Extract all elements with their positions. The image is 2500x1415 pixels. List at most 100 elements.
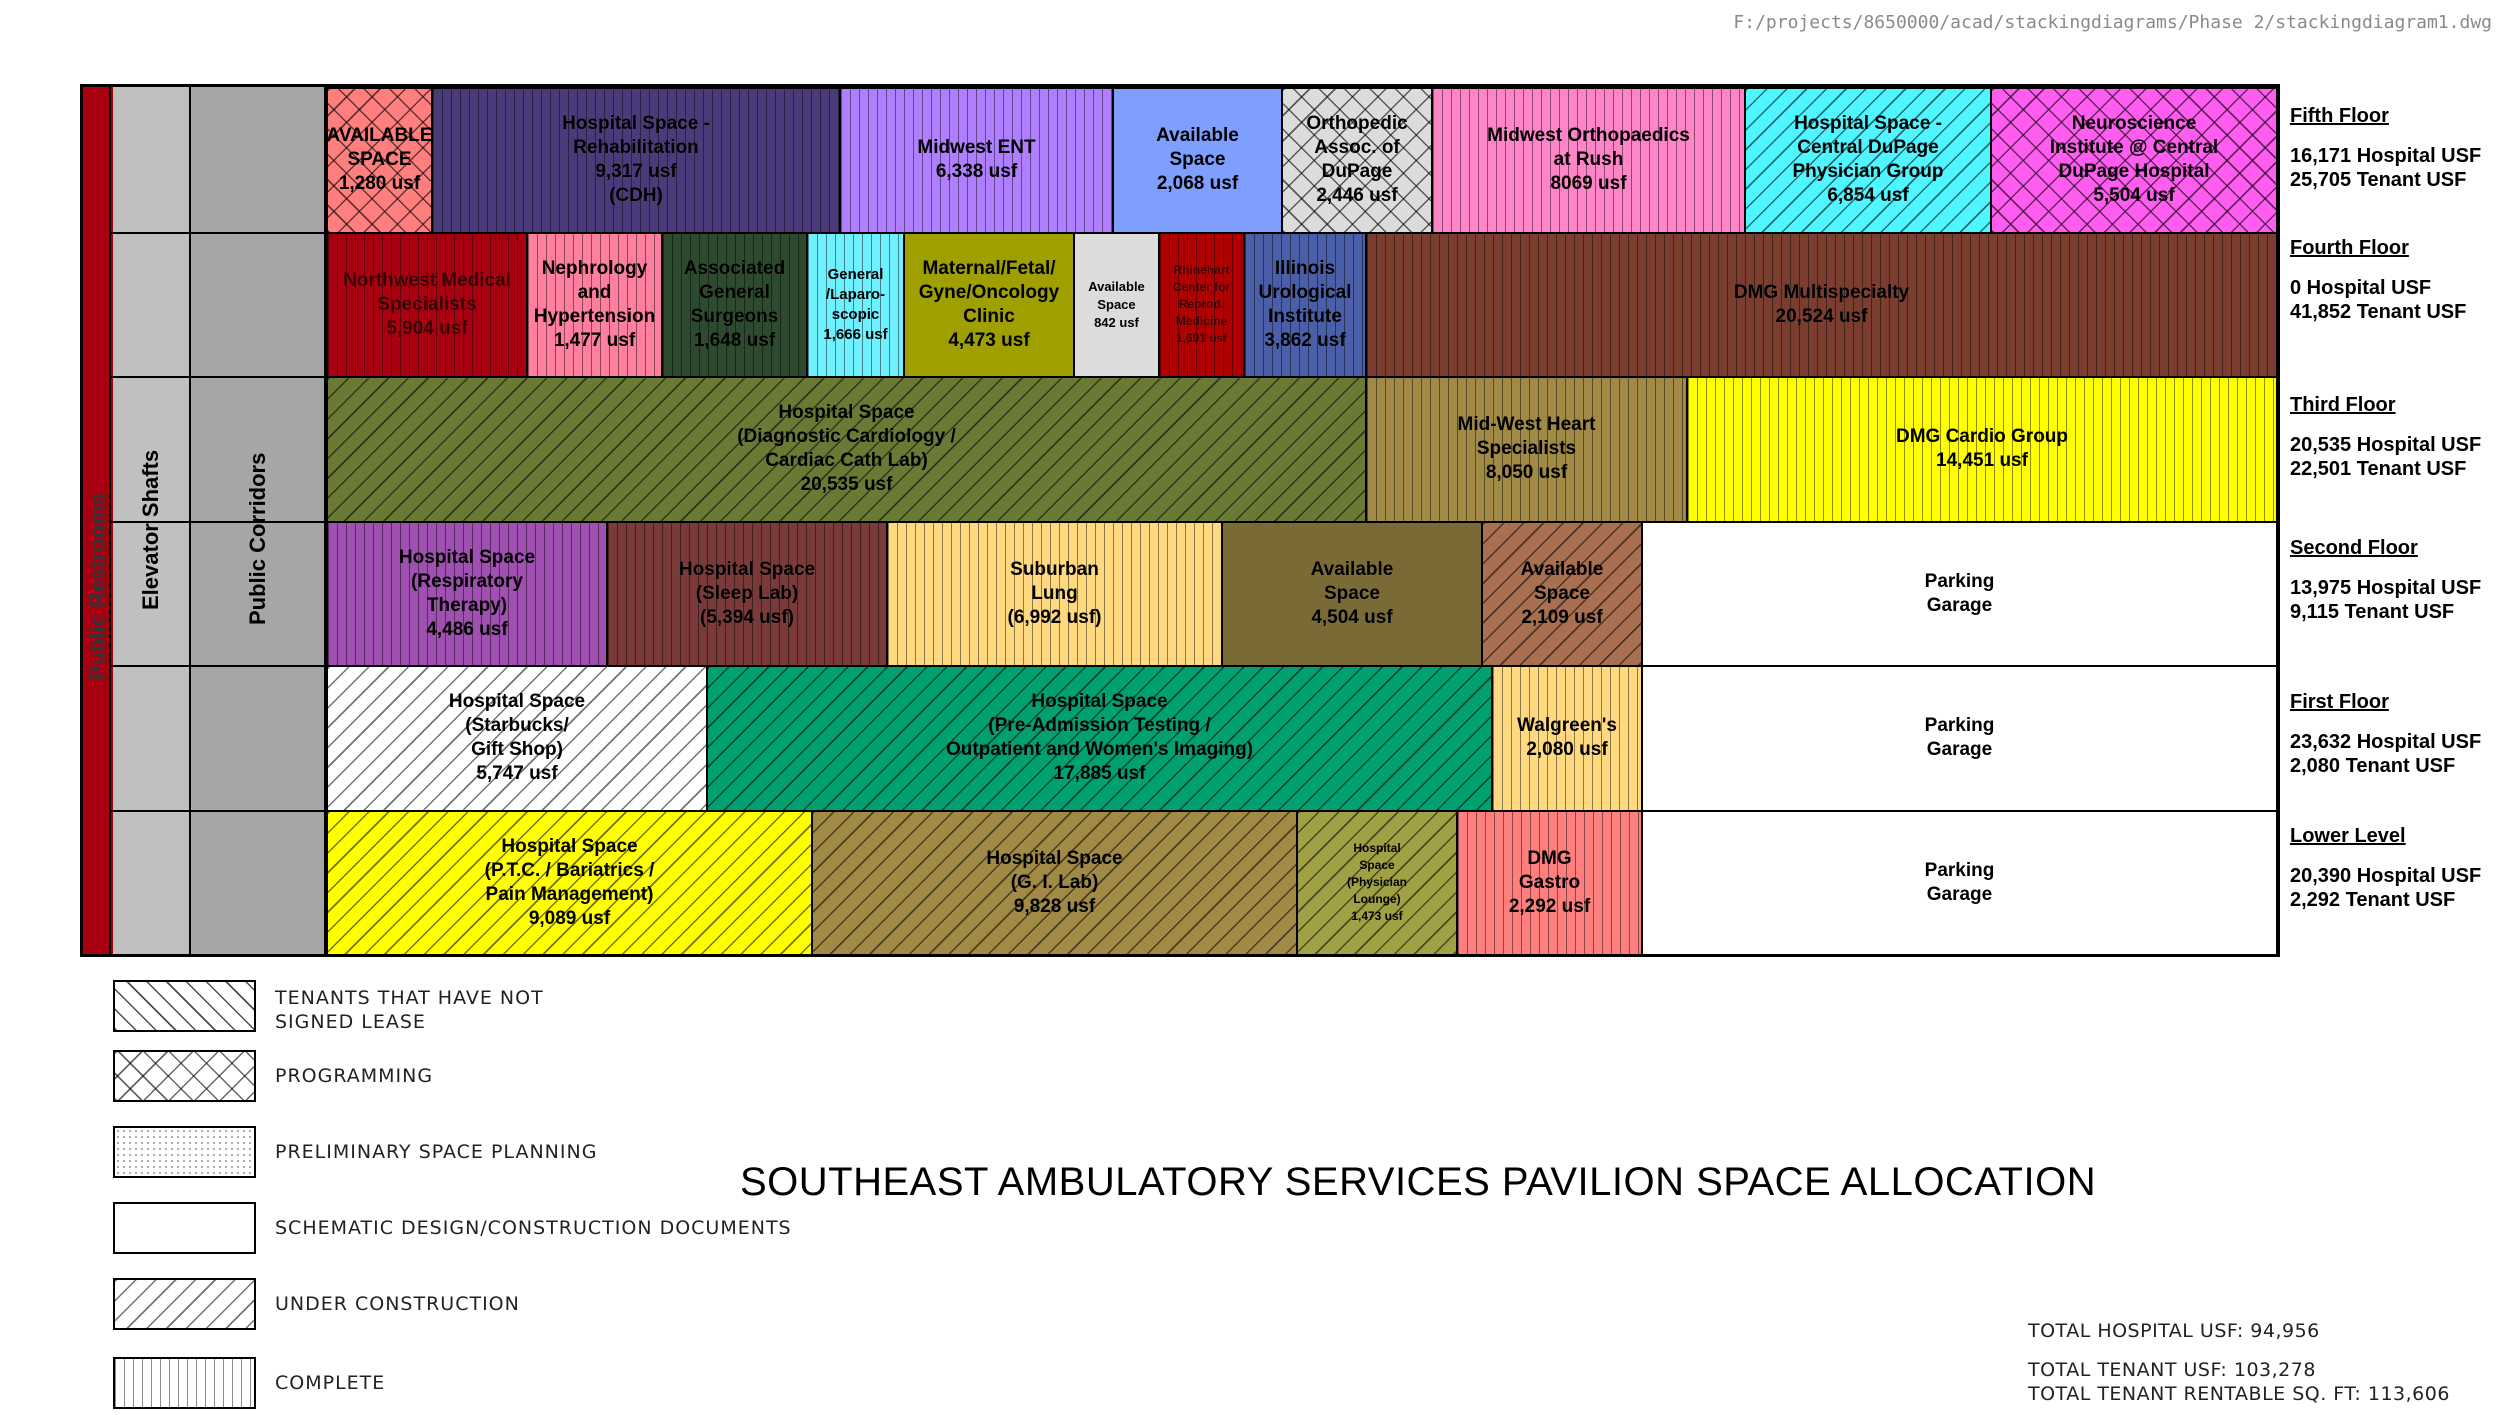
- space-label: Midwest Orthopaedics at Rush 8069 usf: [1487, 125, 1690, 195]
- space-label: Nephrology and Hypertension 1,477 usf: [533, 257, 656, 351]
- space-label: Orthopedic Assoc. of DuPage 2,446 usf: [1306, 113, 1408, 207]
- space-label: Available Space 4,504 usf: [1310, 558, 1394, 628]
- space-label: Northwest Medical Specialists 5,904 usf: [343, 269, 511, 339]
- space-label: Available Space 2,068 usf: [1156, 125, 1239, 195]
- legend-label: TENANTS THAT HAVE NOT SIGNED LEASE: [275, 987, 544, 1033]
- floor-tenant-usf: 2,292 Tenant USF: [2290, 889, 2456, 911]
- space-cell[interactable]: Northwest Medical Specialists 5,904 usf: [326, 231, 528, 378]
- space-cell[interactable]: Hospital Space (Pre-Admission Testing / …: [706, 665, 1493, 812]
- diagram-title: SOUTHEAST AMBULATORY SERVICES PAVILION S…: [740, 1160, 2097, 1204]
- floor-name: Fourth Floor: [2290, 237, 2409, 259]
- space-cell[interactable]: Midwest Orthopaedics at Rush 8069 usf: [1431, 87, 1746, 234]
- space-label: Hospital Space - Central DuPage Physicia…: [1792, 113, 1944, 207]
- space-label: Walgreen's 2,080 usf: [1517, 715, 1617, 761]
- space-cell[interactable]: Rhinehart Center for Reprod. Medicine 1,…: [1158, 231, 1245, 378]
- space-cell[interactable]: Orthopedic Assoc. of DuPage 2,446 usf: [1281, 87, 1433, 234]
- space-cell[interactable]: Hospital Space (P.T.C. / Bariatrics / Pa…: [326, 809, 813, 956]
- space-cell[interactable]: Hospital Space - Rehabilitation 9,317 us…: [431, 87, 841, 234]
- space-cell[interactable]: Nephrology and Hypertension 1,477 usf: [526, 231, 663, 378]
- legend-swatch: [113, 1050, 256, 1102]
- floor-tenant-usf: 41,852 Tenant USF: [2290, 301, 2467, 323]
- space-label: Hospital Space (Respiratory Therapy) 4,4…: [398, 546, 536, 640]
- space-label: Maternal/Fetal/ Gyne/Oncology Clinic 4,4…: [918, 257, 1060, 351]
- space-label: Hospital Space (Starbucks/ Gift Shop) 5,…: [448, 691, 586, 785]
- space-cell[interactable]: Maternal/Fetal/ Gyne/Oncology Clinic 4,4…: [903, 231, 1075, 378]
- legend-label: SCHEMATIC DESIGN/CONSTRUCTION DOCUMENTS: [275, 1217, 792, 1239]
- space-cell[interactable]: Available Space 4,504 usf: [1221, 520, 1483, 667]
- core-floor-divider: [111, 231, 326, 234]
- floor-name: Fifth Floor: [2290, 105, 2389, 127]
- core-floor-divider: [111, 665, 326, 667]
- space-cell[interactable]: Hospital Space (Respiratory Therapy) 4,4…: [326, 520, 608, 667]
- total-tenant-rentable: TOTAL TENANT RENTABLE SQ. FT: 113,606: [2028, 1383, 2450, 1405]
- space-cell[interactable]: Illinois Urological Institute 3,862 usf: [1243, 231, 1367, 378]
- space-label: Neuroscience Institute @ Central DuPage …: [2049, 113, 2219, 207]
- core-floor-divider: [111, 376, 326, 378]
- space-cell[interactable]: AVAILABLE SPACE 1,280 usf: [326, 87, 433, 234]
- space-label: Parking Garage: [1924, 570, 1995, 616]
- space-label: Available Space 842 usf: [1088, 278, 1145, 330]
- space-label: Hospital Space (Sleep Lab) (5,394 usf): [678, 558, 816, 628]
- elevator-shafts-label: Elevator Shafts: [138, 449, 163, 610]
- legend-swatch: [113, 1357, 256, 1409]
- space-cell[interactable]: Hospital Space (Sleep Lab) (5,394 usf): [606, 520, 888, 667]
- core-floor-divider: [111, 809, 326, 812]
- space-cell[interactable]: Mid-West Heart Specialists 8,050 usf: [1365, 376, 1688, 523]
- space-label: Hospital Space (Diagnostic Cardiology / …: [737, 402, 956, 496]
- space-cell[interactable]: Hospital Space - Central DuPage Physicia…: [1744, 87, 1992, 234]
- space-label: Midwest ENT 6,338 usf: [917, 137, 1036, 183]
- floor-hospital-usf: 20,390 Hospital USF: [2290, 865, 2482, 887]
- space-cell[interactable]: General /Laparo- scopic 1,666 usf: [806, 231, 905, 378]
- space-label: DMG Cardio Group 14,451 usf: [1895, 426, 2069, 472]
- space-cell[interactable]: Hospital Space (G. I. Lab) 9,828 usf: [811, 809, 1298, 956]
- floor-hospital-usf: 20,535 Hospital USF: [2290, 434, 2482, 456]
- space-label: General /Laparo- scopic 1,666 usf: [823, 265, 888, 343]
- space-cell[interactable]: Walgreen's 2,080 usf: [1491, 665, 1643, 812]
- public-restrooms-label: Public Restrooms: [85, 492, 110, 680]
- space-cell[interactable]: Associated General Surgeons 1,648 usf: [661, 231, 808, 378]
- space-label: Hospital Space (Pre-Admission Testing / …: [945, 691, 1254, 785]
- space-cell[interactable]: Suburban Lung (6,992 usf): [886, 520, 1223, 667]
- file-path: F:/projects/8650000/acad/stackingdiagram…: [1733, 12, 2492, 33]
- public-corridors-label: Public Corridors: [245, 452, 270, 625]
- space-cell[interactable]: Hospital Space (Diagnostic Cardiology / …: [326, 376, 1367, 523]
- space-cell[interactable]: Available Space 2,109 usf: [1481, 520, 1643, 667]
- space-cell[interactable]: DMG Cardio Group 14,451 usf: [1686, 376, 2278, 523]
- floor-name: Second Floor: [2290, 537, 2418, 559]
- floor-tenant-usf: 25,705 Tenant USF: [2290, 169, 2467, 191]
- core-floor-divider: [111, 520, 326, 523]
- floor-hospital-usf: 13,975 Hospital USF: [2290, 577, 2482, 599]
- space-cell[interactable]: Available Space 2,068 usf: [1112, 87, 1283, 234]
- space-cell[interactable]: DMG Gastro 2,292 usf: [1456, 809, 1643, 956]
- legend-label: PROGRAMMING: [275, 1065, 434, 1087]
- space-cell[interactable]: Parking Garage: [1641, 665, 2278, 812]
- legend-label: COMPLETE: [275, 1372, 386, 1394]
- space-cell[interactable]: Parking Garage: [1641, 809, 2278, 956]
- space-label: Illinois Urological Institute 3,862 usf: [1258, 257, 1352, 351]
- space-label: DMG Gastro 2,292 usf: [1508, 847, 1591, 917]
- space-label: Associated General Surgeons 1,648 usf: [683, 257, 786, 351]
- space-label: Available Space 2,109 usf: [1520, 558, 1604, 628]
- total-hospital-usf: TOTAL HOSPITAL USF: 94,956: [2028, 1320, 2320, 1342]
- floor-hospital-usf: 23,632 Hospital USF: [2290, 731, 2482, 753]
- floor-hospital-usf: 16,171 Hospital USF: [2290, 145, 2482, 167]
- legend-swatch: [113, 1202, 256, 1254]
- floor-tenant-usf: 22,501 Tenant USF: [2290, 458, 2467, 480]
- space-cell[interactable]: Neuroscience Institute @ Central DuPage …: [1990, 87, 2278, 234]
- stacking-diagram: Public Restrooms Elevator Shafts Public …: [80, 84, 2280, 957]
- space-cell[interactable]: DMG Multispecialty 20,524 usf: [1365, 231, 2278, 378]
- legend-swatch: [113, 980, 256, 1032]
- space-label: Rhinehart Center for Reprod. Medicine 1,…: [1172, 263, 1231, 346]
- space-cell[interactable]: Midwest ENT 6,338 usf: [839, 87, 1114, 234]
- space-cell[interactable]: Hospital Space (Physician Lounge) 1,473 …: [1296, 809, 1458, 956]
- space-label: Hospital Space (P.T.C. / Bariatrics / Pa…: [484, 835, 655, 929]
- space-cell[interactable]: Hospital Space (Starbucks/ Gift Shop) 5,…: [326, 665, 708, 812]
- legend-label: PRELIMINARY SPACE PLANNING: [275, 1141, 598, 1163]
- space-cell[interactable]: Parking Garage: [1641, 520, 2278, 667]
- space-cell[interactable]: Available Space 842 usf: [1073, 231, 1160, 378]
